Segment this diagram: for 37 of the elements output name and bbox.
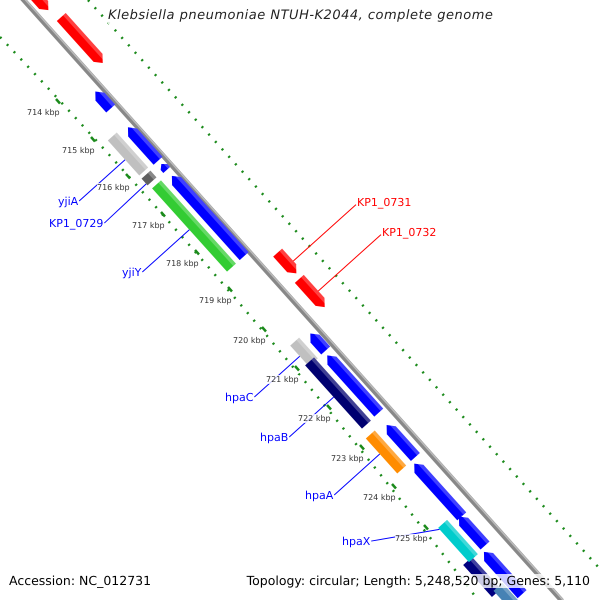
leader-line [334, 454, 380, 496]
leader-line [78, 159, 126, 202]
scale-label: 715 kbp [62, 146, 95, 156]
gene-label: yjiA [58, 196, 78, 209]
leader-line [318, 234, 382, 292]
leader-line [142, 229, 190, 273]
gene-label: KP1_0732 [382, 227, 436, 240]
scale-label: 724 kbp [363, 493, 396, 502]
scale-label: 720 kbp [233, 336, 266, 346]
scale-label: 716 kbp [97, 183, 130, 192]
gene-label: hpaX [342, 536, 370, 549]
gene-feature [438, 520, 478, 562]
scale-label: 717 kbp [132, 221, 165, 230]
gene-label: KP1_0729 [49, 218, 104, 231]
scale-label: 718 kbp [166, 259, 199, 268]
gene-label: KP1_0731 [357, 197, 412, 210]
gene-feature [142, 170, 156, 186]
gene-label: hpaB [260, 432, 288, 445]
gene-feature [108, 132, 148, 176]
scale-label: 723 kbp [331, 454, 364, 464]
scale-label: 721 kbp [266, 375, 299, 384]
scale-label: 722 kbp [298, 414, 331, 424]
accession-text: Accession: NC_012731 [9, 574, 152, 588]
gene-feature [273, 248, 298, 274]
title: Klebsiella pneumoniae NTUH-K2044, complete genome [108, 9, 494, 24]
gene-label: hpaA [305, 490, 334, 503]
gene-feature [366, 430, 406, 474]
gene-label: hpaC [225, 392, 254, 405]
leader-line [104, 183, 147, 224]
leader-line [292, 204, 356, 262]
gene-feature [290, 338, 318, 366]
gene-feature [152, 180, 236, 272]
gene-feature [294, 274, 326, 308]
scale-label: 719 kbp [199, 296, 232, 306]
gene-label: yjiY [122, 267, 142, 280]
scale-label: 714 kbp [27, 108, 60, 118]
scale-label: 725 kbp [395, 534, 428, 544]
